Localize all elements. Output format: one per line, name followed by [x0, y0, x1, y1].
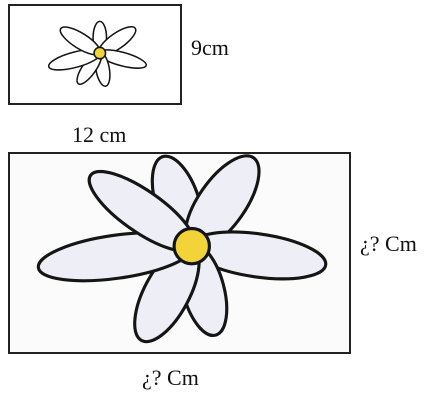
flower-center — [172, 226, 211, 266]
flower-center — [93, 46, 107, 60]
large-base-label: ¿? Cm — [142, 365, 199, 390]
large-height-label: ¿? Cm — [360, 231, 417, 256]
large-width-label: 12 cm — [72, 122, 127, 147]
large-flower-icon — [36, 154, 328, 344]
small-flower-icon — [47, 20, 148, 87]
small-rectangle — [8, 4, 182, 105]
large-rectangle — [8, 152, 351, 354]
small-height-label: 9cm — [191, 35, 229, 60]
